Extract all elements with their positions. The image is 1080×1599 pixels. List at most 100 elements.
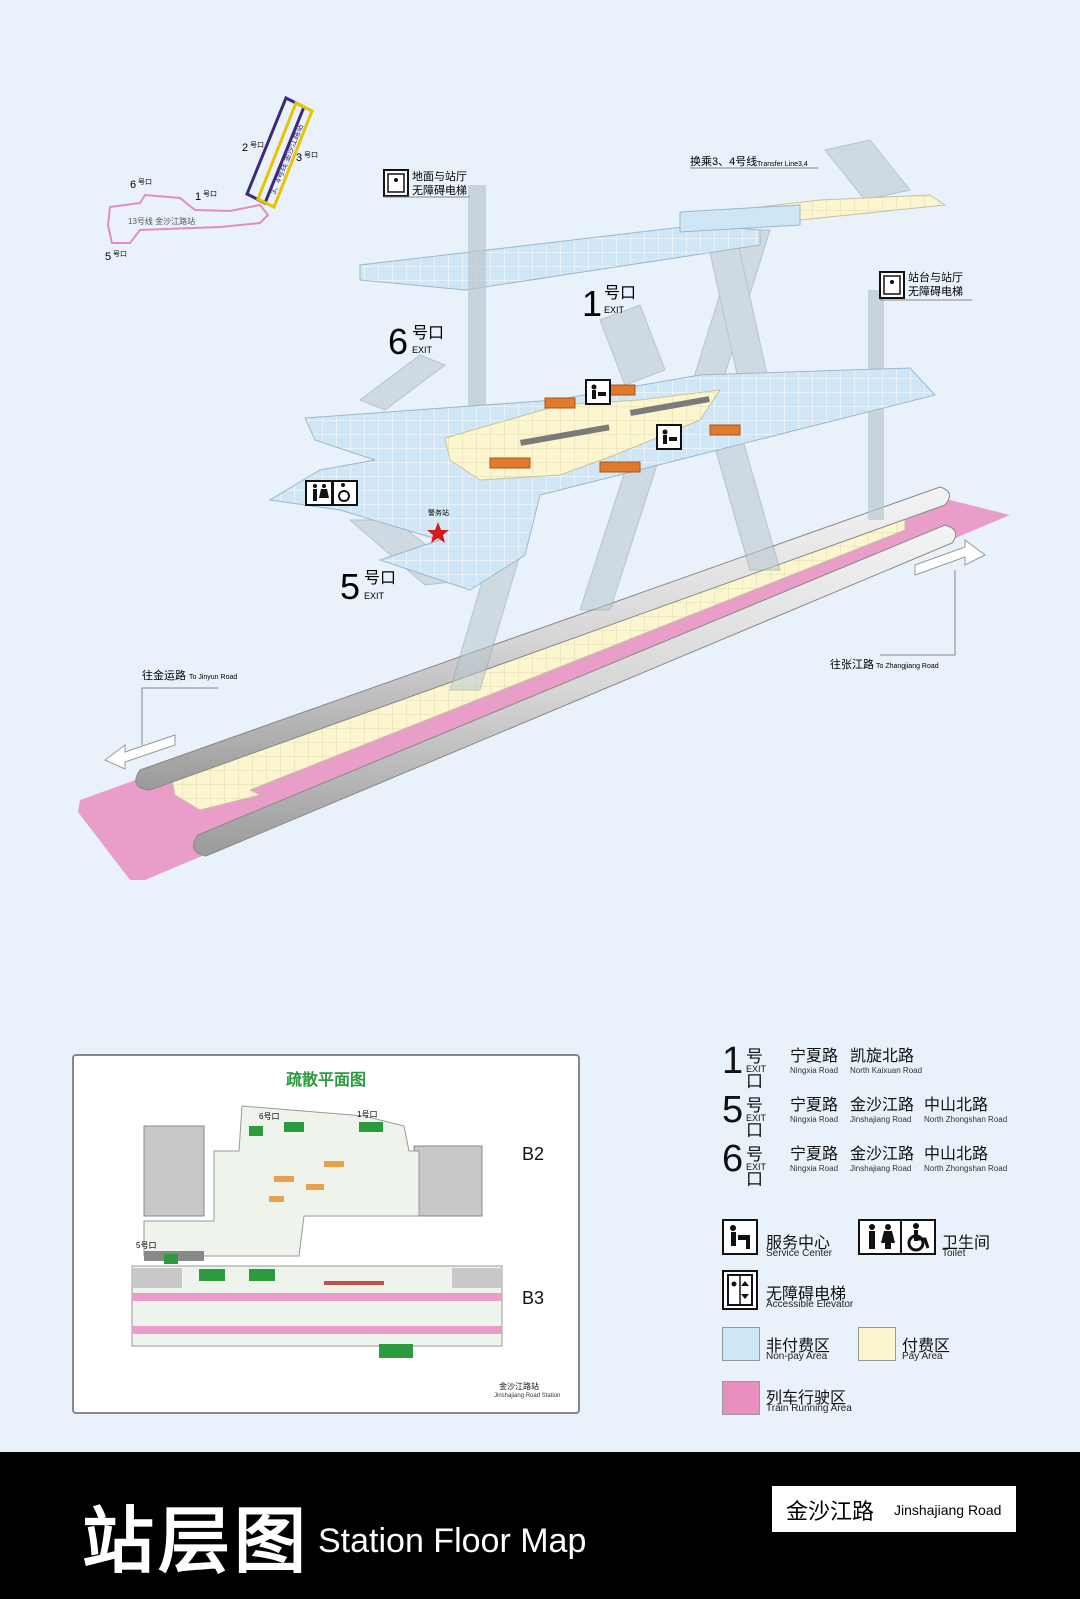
exit1-label: 1 号口 EXIT [582, 283, 636, 324]
svg-text:1: 1 [195, 191, 201, 203]
toilet-en: Toilet [942, 1248, 966, 1259]
exit-hao: 号口 [746, 1096, 763, 1140]
key-exit-2: 2 号口 [242, 141, 264, 154]
station-name-box: 金沙江路 Jinshajiang Road [772, 1486, 1016, 1532]
transfer-label-en: Transfer Line3,4 [757, 161, 808, 168]
station-name-en: Jinshajiang Road [894, 1502, 1002, 1518]
key-exit-5: 5 号口 [105, 250, 127, 263]
svg-text:号口: 号口 [412, 324, 444, 342]
stair-transfer [824, 139, 911, 201]
toilet-icon [305, 480, 333, 506]
police-station-label: 警务站 [428, 508, 449, 517]
line13-station-label: 13号线 金沙江路站 [128, 216, 195, 226]
transfer-corridor-link [679, 204, 801, 233]
key-exit-3: 3 号口 [296, 151, 318, 164]
accessible-elevator-icon [722, 1270, 758, 1310]
exit6-label: 6 号口 EXIT [388, 321, 444, 362]
pay-cn: 付费区 [902, 1338, 951, 1355]
to-jinyun-cn: 往金运路 [142, 668, 186, 682]
line13-station-outline [106, 193, 270, 244]
exit5-label: 5 号口 EXIT [340, 566, 396, 607]
accessible-icon [332, 480, 358, 506]
b3-plan [131, 1265, 503, 1358]
svg-text:5: 5 [340, 566, 360, 607]
svg-text:号口: 号口 [364, 569, 396, 587]
svg-text:号口: 号口 [113, 250, 127, 258]
service-center-icon-1 [585, 379, 611, 405]
footer-title-cn: 站层图 [82, 1502, 311, 1582]
toilet-cn: 卫生间 [942, 1235, 991, 1252]
train-en: Train Running Area [766, 1403, 852, 1414]
evacuation-drawing: 6号口 1号口 5号口 [131, 1105, 503, 1358]
evac-exit5-label: 5号口 [136, 1241, 156, 1250]
service-center-icon-2 [656, 424, 682, 450]
svg-text:号口: 号口 [250, 141, 264, 149]
exit-hao: 号口 [746, 1145, 763, 1189]
exit-number: 6 [722, 1138, 744, 1180]
footer-title-en: Station Floor Map [318, 1522, 587, 1560]
svg-text:号口: 号口 [203, 190, 217, 198]
to-zhangjiang-en: To Zhangjiang Road [876, 663, 939, 670]
train-swatch [722, 1381, 760, 1415]
svg-text:EXIT: EXIT [364, 591, 385, 601]
elevator-cn: 无障碍电梯 [766, 1286, 847, 1303]
exit-hao: 号口 [746, 1047, 763, 1091]
to-zhangjiang-cn: 往张江路 [830, 657, 874, 671]
level-b3-label: B3 [522, 1288, 545, 1308]
stair-exit6 [358, 354, 447, 411]
train-cn: 列车行驶区 [766, 1390, 847, 1407]
transfer-label-cn: 换乘3、4号线 [690, 154, 757, 168]
evac-exit6-label: 6号口 [259, 1112, 279, 1121]
track-area [78, 495, 1010, 880]
to-jinyun-en: To Jinyun Road [189, 674, 237, 681]
pay-en: Pay Area [902, 1351, 943, 1362]
stair-exit1 [599, 304, 666, 386]
svg-text:3: 3 [296, 152, 302, 164]
arrow-to-zhangjiang [880, 539, 986, 656]
elevator-ground-label-2: 无障碍电梯 [412, 183, 467, 197]
train-south [193, 524, 957, 857]
elevator-platform-label-1: 站台与站厅 [908, 270, 963, 284]
pay-swatch [858, 1327, 896, 1361]
svg-text:1: 1 [582, 283, 602, 324]
b2-plan: 6号口 1号口 5号口 [136, 1105, 483, 1264]
evac-exit1-label: 1号口 [357, 1110, 377, 1119]
svg-text:EXIT: EXIT [412, 345, 433, 355]
level-b2-label: B2 [522, 1144, 545, 1164]
elevator-ground-icon [383, 169, 409, 197]
svg-text:号口: 号口 [138, 178, 152, 186]
key-map: 3、4号线 金沙江路站 13号线 金沙江路站 2 号口 3 号口 6 号口 1 … [105, 95, 318, 263]
exit-en: EXIT [746, 1162, 767, 1172]
evac-station-cn: 金沙江路站 [499, 1382, 539, 1391]
station-3d-diagram: 警务站 地面与站厅 无障碍电梯 站台与站厅 无障碍电梯 换乘3、4号线 Tran [78, 139, 1010, 880]
evacuation-plan: 疏散平面图 6号口 1号口 5号口 [72, 1054, 580, 1414]
ground-level-slab [359, 224, 761, 291]
nonpay-swatch [722, 1327, 760, 1361]
exit-number: 5 [722, 1089, 744, 1131]
svg-text:6: 6 [388, 321, 408, 362]
svg-text:2: 2 [242, 142, 248, 154]
nonpay-cn: 非付费区 [766, 1338, 831, 1355]
concourse-walls [520, 396, 710, 446]
elevator-platform-icon [879, 271, 905, 299]
service-center-icon [722, 1219, 758, 1255]
police-station-star [427, 522, 449, 543]
svg-text:号口: 号口 [604, 284, 636, 302]
svg-text:EXIT: EXIT [604, 305, 625, 315]
station-name-cn: 金沙江路 [786, 1499, 875, 1524]
elevator-shaft-ground [468, 185, 486, 415]
elevator-ground-label-1: 地面与站厅 [412, 169, 467, 183]
arrow-to-jinyun [104, 687, 218, 770]
service-center-cn: 服务中心 [766, 1235, 831, 1252]
exit-number: 1 [722, 1040, 744, 1082]
service-center-en: Service Center [766, 1248, 833, 1259]
svg-text:号口: 号口 [304, 151, 318, 159]
svg-text:5: 5 [105, 251, 111, 263]
elevator-en: Accessible Elevator [766, 1299, 854, 1310]
